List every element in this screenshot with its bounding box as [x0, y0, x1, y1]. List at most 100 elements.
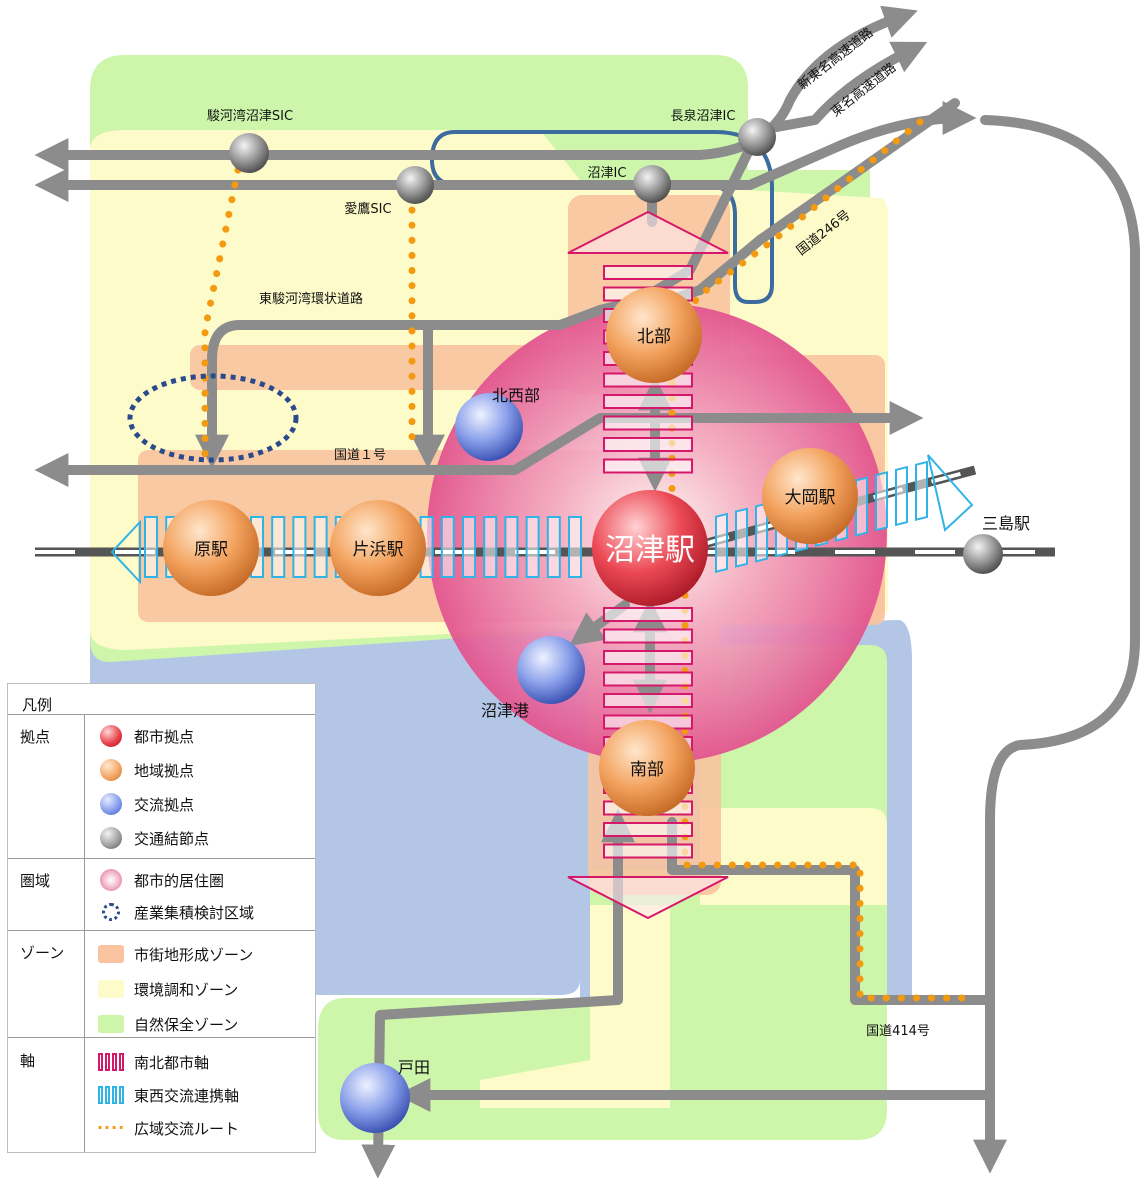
ashitaka-sic-node — [396, 166, 434, 204]
hokusei-label: 北西部 — [492, 386, 540, 405]
legend-item-industrial-area: 産業集積検討区域 — [96, 900, 254, 924]
expressway-b — [755, 41, 928, 135]
legend-panel: 凡例 拠点 圏域 ゾーン 軸 都市拠点 地域拠点 交流拠点 交通結節点 都市的居… — [7, 683, 316, 1153]
ew-axis-bar — [735, 507, 748, 568]
route1-label: 国道１号 — [334, 448, 386, 463]
numazu-port-label: 沼津港 — [481, 701, 529, 720]
ns-axis-bar — [603, 822, 693, 837]
north-south-arrow-north — [567, 210, 729, 254]
ew-axis-bar — [755, 502, 768, 563]
legend-category-zone: ゾーン — [20, 944, 65, 962]
legend-item-ns-axis: 南北都市軸 — [96, 1050, 209, 1074]
legend-item-nature-zone: 自然保全ゾーン — [96, 1012, 238, 1036]
higashi-suruga-ring — [194, 123, 765, 469]
ns-axis-bar — [603, 650, 693, 665]
nagaizumi-numazu-ic-node — [738, 118, 776, 156]
transport-nodes — [229, 118, 1003, 574]
shin-tomei-expressway — [34, 5, 918, 173]
red-bars-icon — [98, 1053, 124, 1071]
ew-axis-bar — [504, 516, 519, 578]
regional-nodes — [163, 287, 858, 816]
legend-category-kyoten: 拠点 — [20, 728, 51, 746]
pink-sphere-icon — [100, 869, 122, 891]
katahama-node — [330, 500, 426, 596]
ns-axis-bar — [603, 437, 693, 452]
legend-item-exchange-hub: 交流拠点 — [96, 792, 194, 816]
ns-axis-bar — [603, 394, 693, 409]
legend-item-residential-sphere: 都市的居住圏 — [96, 868, 224, 892]
ns-axis-bar — [603, 415, 693, 431]
legend-item-urban-hub: 都市拠点 — [96, 724, 194, 748]
higashi-suruga-ring-label: 東駿河湾環状道路 — [259, 291, 363, 307]
legend-item-urban-zone: 市街地形成ゾーン — [96, 942, 253, 966]
tomei-label: 東名高速道路 — [828, 60, 899, 121]
east-loop — [972, 115, 1140, 1174]
legend-item-ew-axis: 東西交流連携軸 — [96, 1083, 239, 1107]
heda-node — [340, 1063, 410, 1133]
hokubu-node — [606, 287, 702, 383]
ew-axis-bar — [144, 516, 158, 578]
wide-area-routes — [201, 118, 972, 1002]
nanbu-label: 南部 — [630, 760, 664, 780]
ns-axis-bar — [603, 628, 693, 644]
ooka-label: 大岡駅 — [785, 488, 836, 508]
legend-title: 凡例 — [22, 696, 53, 714]
east-west-arrow-west — [110, 519, 141, 585]
hokusei-node — [455, 393, 523, 461]
harmony-zone-south — [480, 808, 887, 1108]
ew-axis-bar — [895, 465, 908, 527]
ew-axis-bar — [525, 516, 540, 578]
legend-item-wide-route: ···· 広域交流ルート — [96, 1118, 240, 1138]
ew-axis-bar — [292, 516, 307, 578]
ashitaka-sic-label: 愛鷹SIC — [344, 202, 391, 217]
numazu-port-node — [517, 636, 585, 704]
hara-label: 原駅 — [194, 540, 228, 560]
ns-axis-bar — [603, 671, 693, 687]
ns-axis-bar — [603, 693, 693, 708]
green-square-icon — [98, 1015, 124, 1033]
hara-node — [163, 500, 259, 596]
heda-label: 戸田 — [398, 1058, 430, 1077]
ew-axis-bar — [546, 516, 561, 578]
cyan-bars-icon — [98, 1086, 124, 1104]
ew-axis-bar — [462, 516, 476, 578]
nanbu-node — [599, 720, 695, 816]
route414-label: 国道414号 — [866, 1024, 930, 1039]
ew-axis-bar — [568, 516, 582, 578]
legend-category-kenki: 圏域 — [20, 872, 51, 890]
ew-axis-bar — [271, 516, 286, 578]
legend-item-regional-hub: 地域拠点 — [96, 758, 194, 782]
numazu-ic-label: 沼津IC — [588, 166, 627, 181]
mishima-node — [963, 534, 1003, 574]
gray-ball-icon — [100, 827, 122, 849]
red-ball-icon — [100, 725, 122, 747]
numazu-station-label: 沼津駅 — [605, 533, 695, 568]
ns-axis-bar — [603, 265, 693, 280]
ew-axis-bar — [855, 476, 868, 537]
north-south-arrow-south — [567, 876, 729, 920]
east-west-arrow-east — [927, 454, 974, 532]
katahama-label: 片浜駅 — [353, 540, 404, 560]
ew-axis-bar — [313, 516, 328, 578]
ns-axis-bar — [603, 607, 693, 622]
ew-axis-bar — [483, 516, 498, 578]
exchange-nodes — [340, 393, 585, 1133]
ew-axis-bar — [875, 471, 888, 532]
surugawan-numazu-sic-label: 駿河湾沼津SIC — [207, 108, 293, 124]
industrial-study-area — [127, 373, 299, 463]
surugawan-numazu-sic-node — [229, 133, 269, 173]
legend-category-jiku: 軸 — [20, 1052, 36, 1070]
nagaizumi-numazu-ic-label: 長泉沼津IC — [671, 108, 736, 124]
numazu-ic-node — [633, 165, 671, 203]
route1-road — [34, 400, 924, 488]
orange-square-icon — [98, 945, 124, 963]
ew-axis-bar — [715, 512, 728, 574]
ns-axis-bar — [603, 843, 693, 859]
legend-item-transport-node: 交通結節点 — [96, 826, 209, 850]
numazu-station-node — [592, 490, 708, 606]
hokubu-label: 北部 — [637, 327, 671, 347]
ew-axis-bar — [915, 460, 928, 521]
ns-axis-bar — [603, 458, 693, 474]
orange-dots-icon: ···· — [96, 1118, 126, 1137]
